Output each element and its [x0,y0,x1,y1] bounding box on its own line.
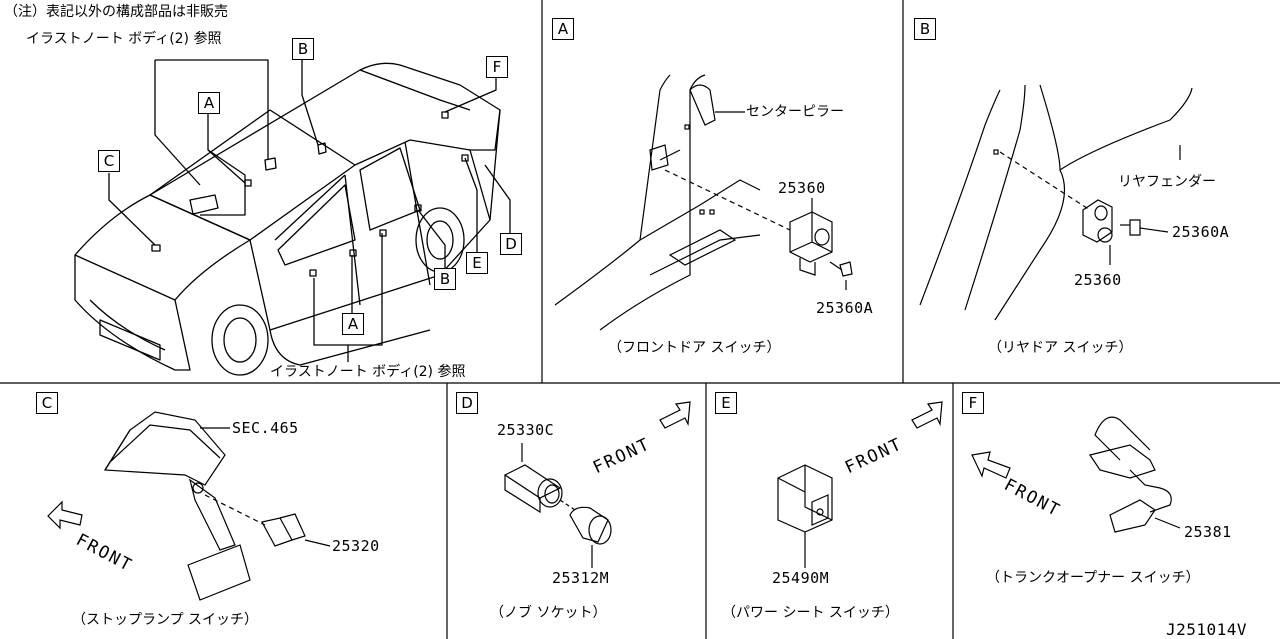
panel-b-label: B [914,18,936,40]
callout-d: D [500,233,522,255]
part-25381-label: 25381 [1184,523,1232,541]
panel-e-label: E [715,392,737,414]
knob-socket-drawing [503,401,691,568]
sec-465-label: SEC.465 [232,419,299,437]
part-25360a-label: 25360A [816,299,874,317]
rear-fender-label: リヤフェンダー [1118,174,1216,190]
part-25360-b-label: 25360 [1074,271,1122,289]
callout-e: E [466,252,488,274]
panel-b-caption: （リヤドア スイッチ） [988,340,1133,356]
trunk-opener-switch-drawing [971,416,1181,533]
panel-a-caption: （フロントドア スイッチ） [608,340,781,356]
power-seat-switch-drawing [777,401,943,568]
vehicle-overview-drawing [74,59,511,376]
callout-a-top: A [198,92,220,114]
callout-b-top: B [292,38,314,60]
center-pillar-label: センターピラー [746,104,844,120]
panel-c-caption: （ストップランプ スイッチ） [72,612,259,628]
panel-c-label: C [36,392,58,414]
reference-note-top: イラストノート ボディ(2) 参照 [26,31,222,47]
part-25320-label: 25320 [332,537,380,555]
stop-lamp-switch-drawing [47,411,331,601]
callout-a-bottom: A [342,313,364,335]
panel-d-caption: （ノブ ソケット） [490,605,607,621]
part-25330c-label: 25330C [497,421,555,439]
panel-f-caption: （トランクオープナー スイッチ） [986,570,1200,586]
reference-note-bottom: イラストノート ボディ(2) 参照 [270,364,466,380]
rear-door-switch-drawing [919,84,1193,321]
callout-f: F [486,56,508,78]
panel-a-label: A [552,18,574,40]
callout-b-bottom: B [434,268,456,290]
part-25312m-label: 25312M [552,569,610,587]
part-25490m-label: 25490M [772,569,830,587]
panel-e-caption: （パワー シート スイッチ） [722,605,899,621]
front-door-switch-drawing [554,74,853,331]
callout-c: C [98,150,120,172]
part-25360-label: 25360 [778,179,826,197]
panel-d-label: D [456,392,478,414]
header-note: （注）表記以外の構成部品は非販売 [4,4,228,20]
panel-f-label: F [962,392,984,414]
diagram-code: J251014V [1166,620,1248,639]
part-25360a-b-label: 25360A [1172,223,1230,241]
